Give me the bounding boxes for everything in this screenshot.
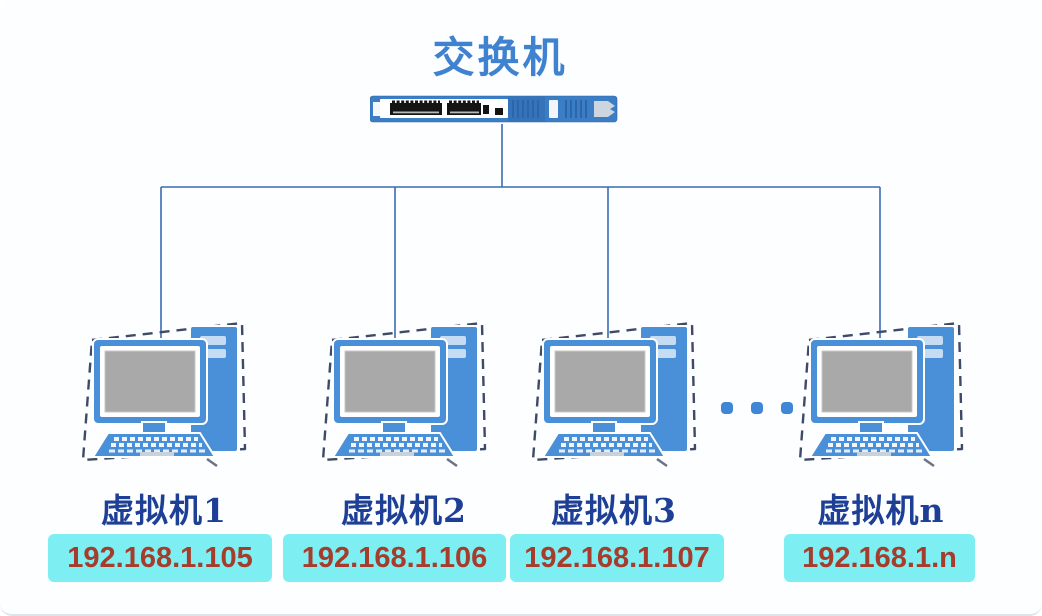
vm-n-computer (795, 318, 967, 468)
vm-3-computer (528, 318, 700, 468)
ellipsis-dot (721, 402, 733, 414)
desktop-computer-icon (78, 318, 250, 468)
diagram-title: 交换机 (432, 33, 568, 82)
desktop-computer-icon (318, 318, 490, 468)
vm-3-ip-badge: 192.168.1.107 (510, 534, 724, 582)
vm-2-computer (318, 318, 490, 468)
vm-1-ip-badge: 192.168.1.105 (48, 534, 272, 582)
desktop-computer-icon (528, 318, 700, 468)
vm-3-label: 虚拟机3 (551, 491, 677, 530)
vm-n-label: 虚拟机n (817, 491, 945, 530)
vm-1-computer (78, 318, 250, 468)
vm-2-ip-badge: 192.168.1.106 (283, 534, 506, 582)
ellipsis-dot (751, 402, 763, 414)
vm-2-label: 虚拟机2 (341, 491, 467, 530)
network-switch-icon (370, 95, 618, 123)
ellipsis-dots (721, 401, 793, 415)
ellipsis-dot (781, 402, 793, 414)
vm-n-ip-badge: 192.168.1.n (784, 534, 975, 582)
vm-1-label: 虚拟机1 (101, 491, 227, 530)
desktop-computer-icon (795, 318, 967, 468)
